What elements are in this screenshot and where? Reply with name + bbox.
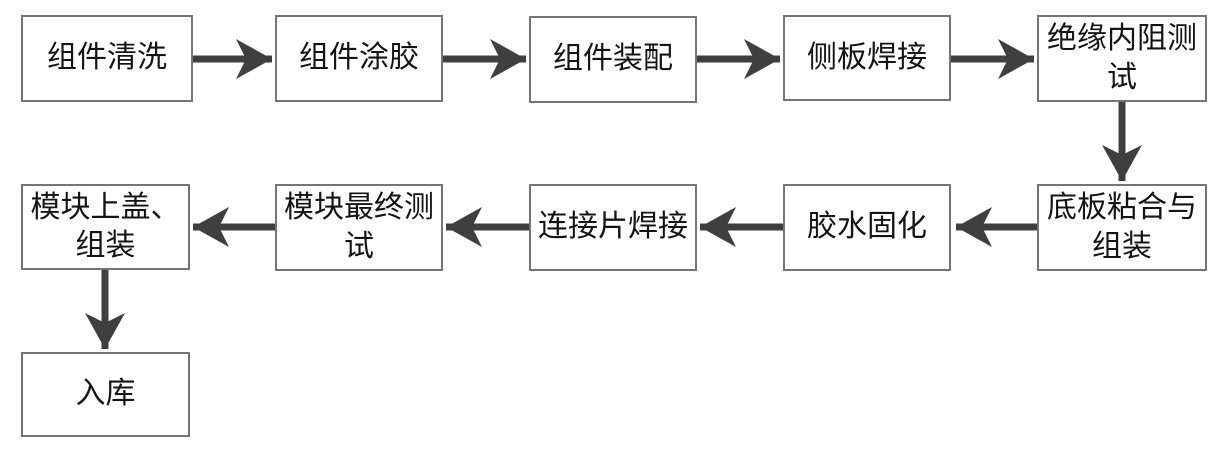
node-component-cleaning: 组件清洗 <box>21 15 193 102</box>
node-module-final-test: 模块最终测 试 <box>275 184 443 271</box>
node-glue-curing: 胶水固化 <box>783 184 951 271</box>
node-component-assembly: 组件装配 <box>529 16 697 103</box>
node-warehousing: 入库 <box>21 352 190 437</box>
node-side-plate-welding: 侧板焊接 <box>783 15 951 101</box>
node-base-plate-bonding-assembly: 底板粘合与 组装 <box>1037 184 1207 271</box>
node-module-top-cover-assembly: 模块上盖、 组装 <box>21 184 190 270</box>
node-connector-tab-welding: 连接片焊接 <box>529 184 697 271</box>
node-insulation-resistance-test: 绝缘内阻测 试 <box>1037 15 1207 102</box>
node-component-gluing: 组件涂胶 <box>275 15 443 102</box>
